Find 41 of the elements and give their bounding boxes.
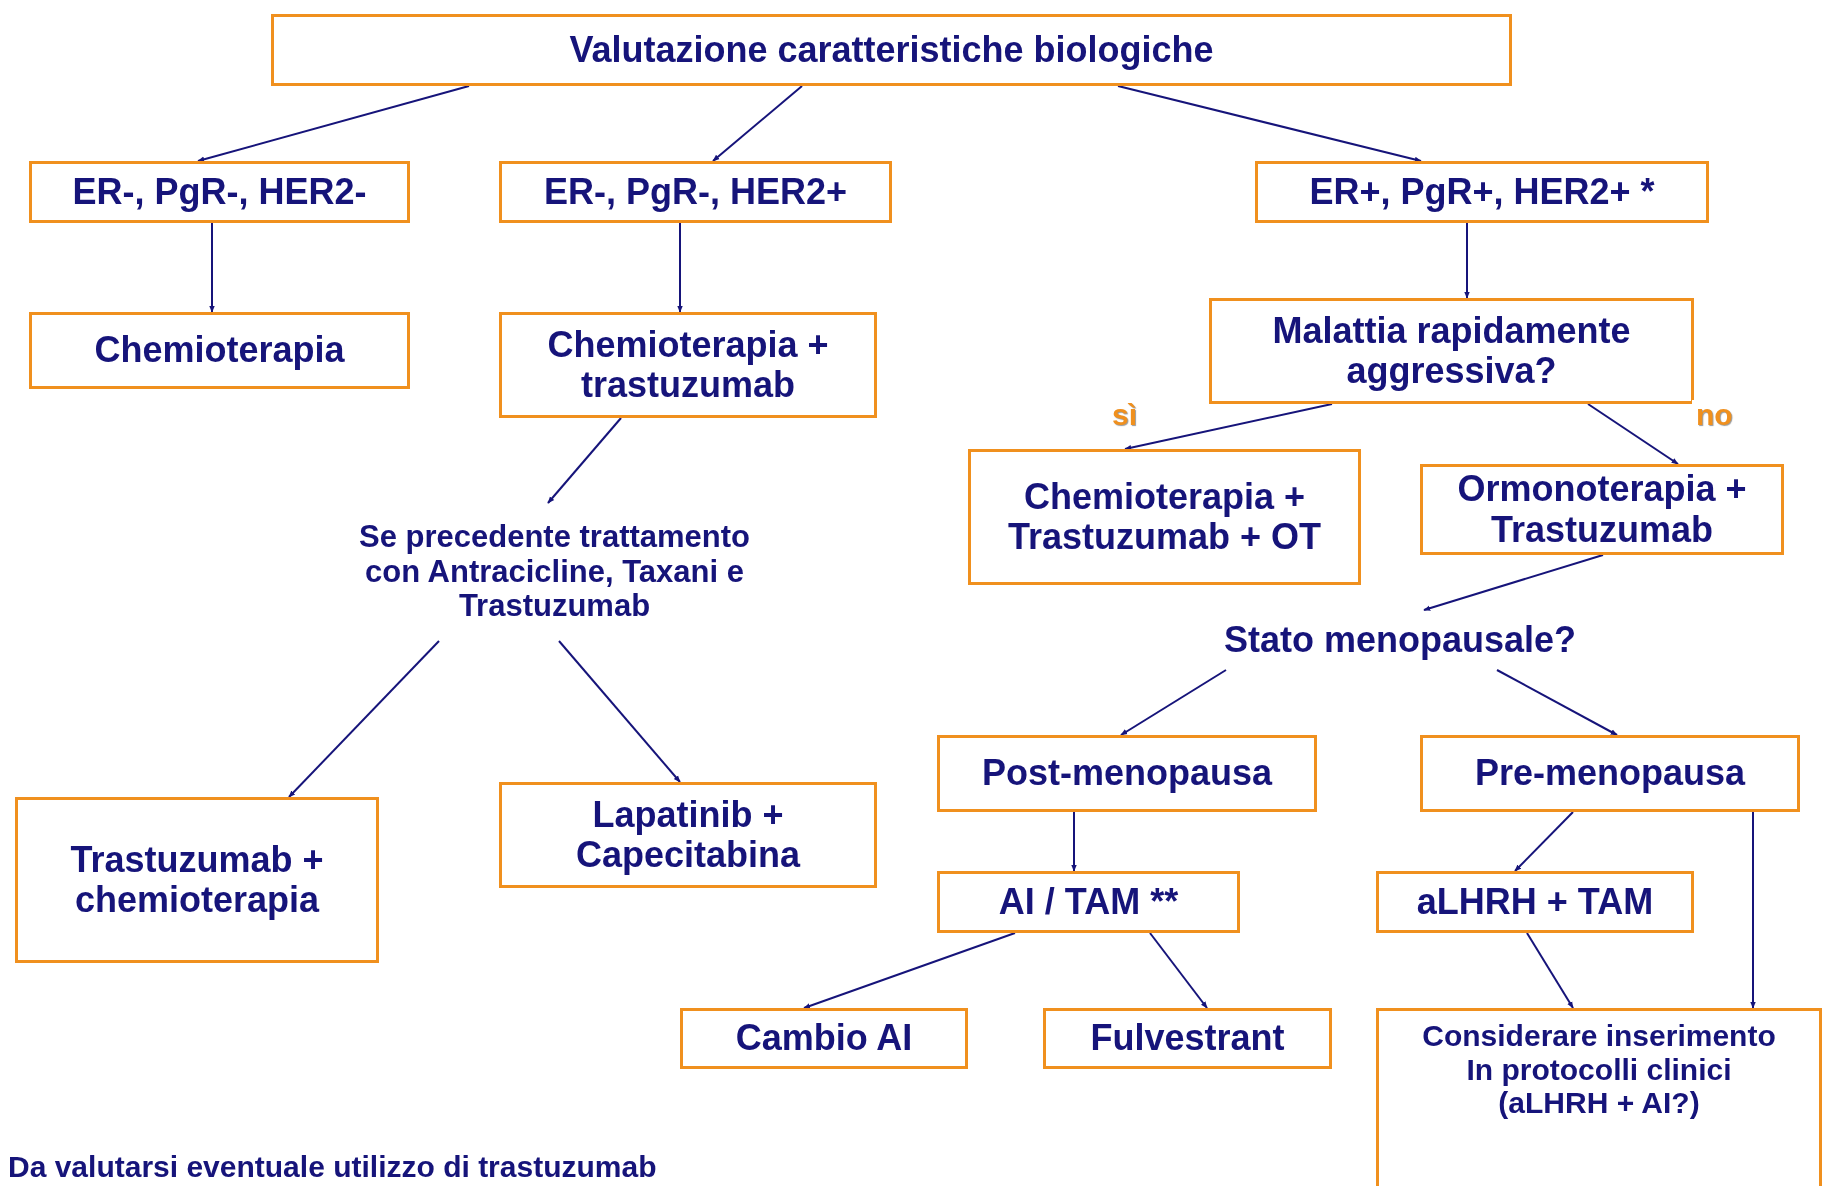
arrow <box>558 640 681 783</box>
arrow <box>1149 932 1208 1009</box>
process-box: Chemioterapia + Trastuzumab + OT <box>968 449 1361 585</box>
process-box: ER-, PgR-, HER2+ <box>499 161 892 223</box>
process-box: Ormonoterapia + Trastuzumab <box>1420 464 1784 555</box>
arrow <box>288 640 440 798</box>
arrow <box>1750 811 1756 1009</box>
arrow <box>1514 811 1574 872</box>
arrow <box>197 85 470 162</box>
arrow <box>712 85 803 162</box>
process-box: Lapatinib + Capecitabina <box>499 782 877 888</box>
arrow <box>1587 403 1679 465</box>
arrow <box>1464 222 1470 299</box>
process-box: Malattia rapidamente aggressiva? <box>1209 298 1694 404</box>
process-box: Chemioterapia <box>29 312 410 389</box>
arrow <box>803 932 1016 1009</box>
arrow <box>1120 669 1227 736</box>
question-text: Stato menopausale? <box>1170 610 1630 670</box>
footnote: Da valutarsi eventuale utilizzo di trastuzumab <box>8 1149 657 1185</box>
process-box: Trastuzumab + chemioterapia <box>15 797 379 963</box>
question-text: Se precedente trattamento con Antracicline, Taxani e Trastuzumab <box>352 503 757 641</box>
process-box: Post-menopausa <box>937 735 1317 812</box>
process-box: Fulvestrant <box>1043 1008 1332 1069</box>
process-box: Chemioterapia + trastuzumab <box>499 312 877 418</box>
process-box: Cambio AI <box>680 1008 968 1069</box>
arrow <box>1071 811 1077 872</box>
process-box: Pre-menopausa <box>1420 735 1800 812</box>
arrow <box>677 222 683 313</box>
process-box: AI / TAM ** <box>937 871 1240 933</box>
arrow <box>1117 85 1422 163</box>
process-box: Valutazione caratteristiche biologiche <box>271 14 1512 86</box>
arrow <box>1526 932 1574 1009</box>
process-box: ER+, PgR+, HER2+ * <box>1255 161 1709 223</box>
process-box: aLHRH + TAM <box>1376 871 1694 933</box>
arrow <box>547 417 622 504</box>
arrow <box>1124 403 1333 451</box>
arrow <box>209 222 215 313</box>
arrow <box>1496 669 1618 736</box>
process-box: ER-, PgR-, HER2- <box>29 161 410 223</box>
process-box: Considerare inserimento In protocolli clinici (aLHRH + AI?) <box>1376 1008 1822 1186</box>
arrow <box>1423 554 1604 611</box>
